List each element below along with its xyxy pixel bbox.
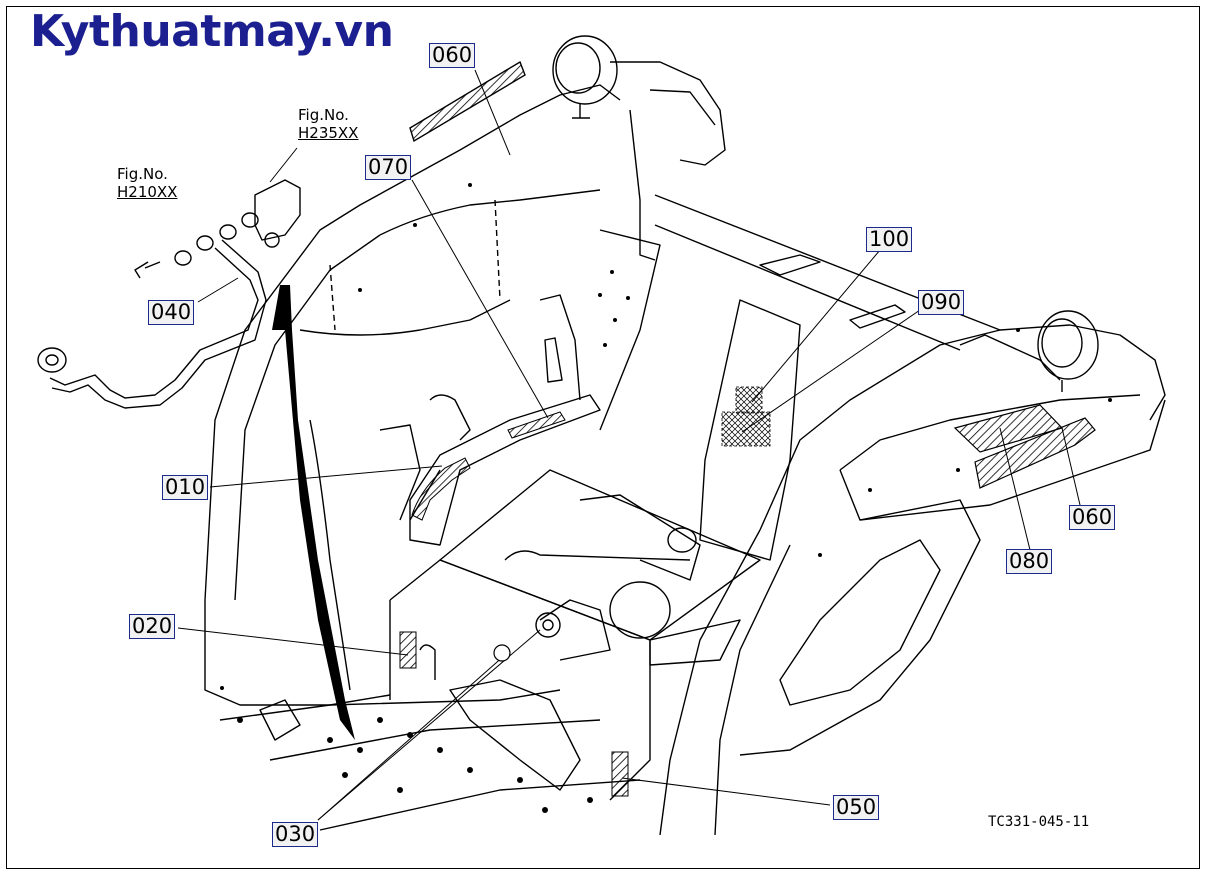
callout-070[interactable]: 070 — [365, 155, 412, 180]
callout-100[interactable]: 100 — [866, 227, 913, 252]
figure-ref-h235xx[interactable]: Fig.No. H235XX — [298, 106, 358, 142]
left-work-lamp — [552, 35, 726, 166]
callout-030[interactable]: 030 — [272, 822, 319, 847]
decal-030-knob — [493, 644, 511, 662]
fig-number: H235XX — [298, 124, 359, 142]
lever-guide — [379, 294, 601, 546]
rear-panel — [599, 229, 801, 561]
callout-040[interactable]: 040 — [148, 300, 195, 325]
left-fender — [204, 84, 621, 706]
callout-090[interactable]: 090 — [918, 290, 965, 315]
drawing-code: TC331-045-11 — [988, 814, 1090, 830]
callout-010[interactable]: 010 — [162, 475, 209, 500]
bolt-holes — [220, 183, 1112, 813]
callout-060-top[interactable]: 060 — [429, 43, 476, 68]
fig-label: Fig.No. — [117, 165, 168, 183]
fig-label: Fig.No. — [298, 106, 349, 124]
decal-020 — [399, 631, 417, 669]
drawing-frame — [6, 6, 1200, 869]
right-fender — [659, 324, 1166, 836]
decal-060-top — [409, 60, 526, 143]
decal-050 — [611, 751, 629, 797]
callout-050[interactable]: 050 — [833, 795, 880, 820]
hydraulic-pipe — [37, 179, 301, 409]
arrow-stripe — [272, 285, 355, 740]
fig-number: H210XX — [117, 183, 178, 201]
site-watermark: Kythuatmay.vn — [30, 6, 394, 57]
lower-support — [389, 559, 651, 801]
decal-060-right — [974, 417, 1096, 489]
callout-060-right[interactable]: 060 — [1069, 505, 1116, 530]
callout-020[interactable]: 020 — [129, 614, 176, 639]
decal-010-scale — [411, 457, 471, 521]
decal-070 — [507, 411, 566, 439]
center-frame — [439, 469, 761, 666]
decal-100 — [735, 386, 763, 414]
floor-step — [219, 679, 641, 831]
callout-080[interactable]: 080 — [1006, 549, 1053, 574]
decal-090 — [721, 411, 771, 447]
right-work-lamp — [1037, 310, 1099, 392]
figure-ref-h210xx[interactable]: Fig.No. H210XX — [117, 165, 177, 201]
